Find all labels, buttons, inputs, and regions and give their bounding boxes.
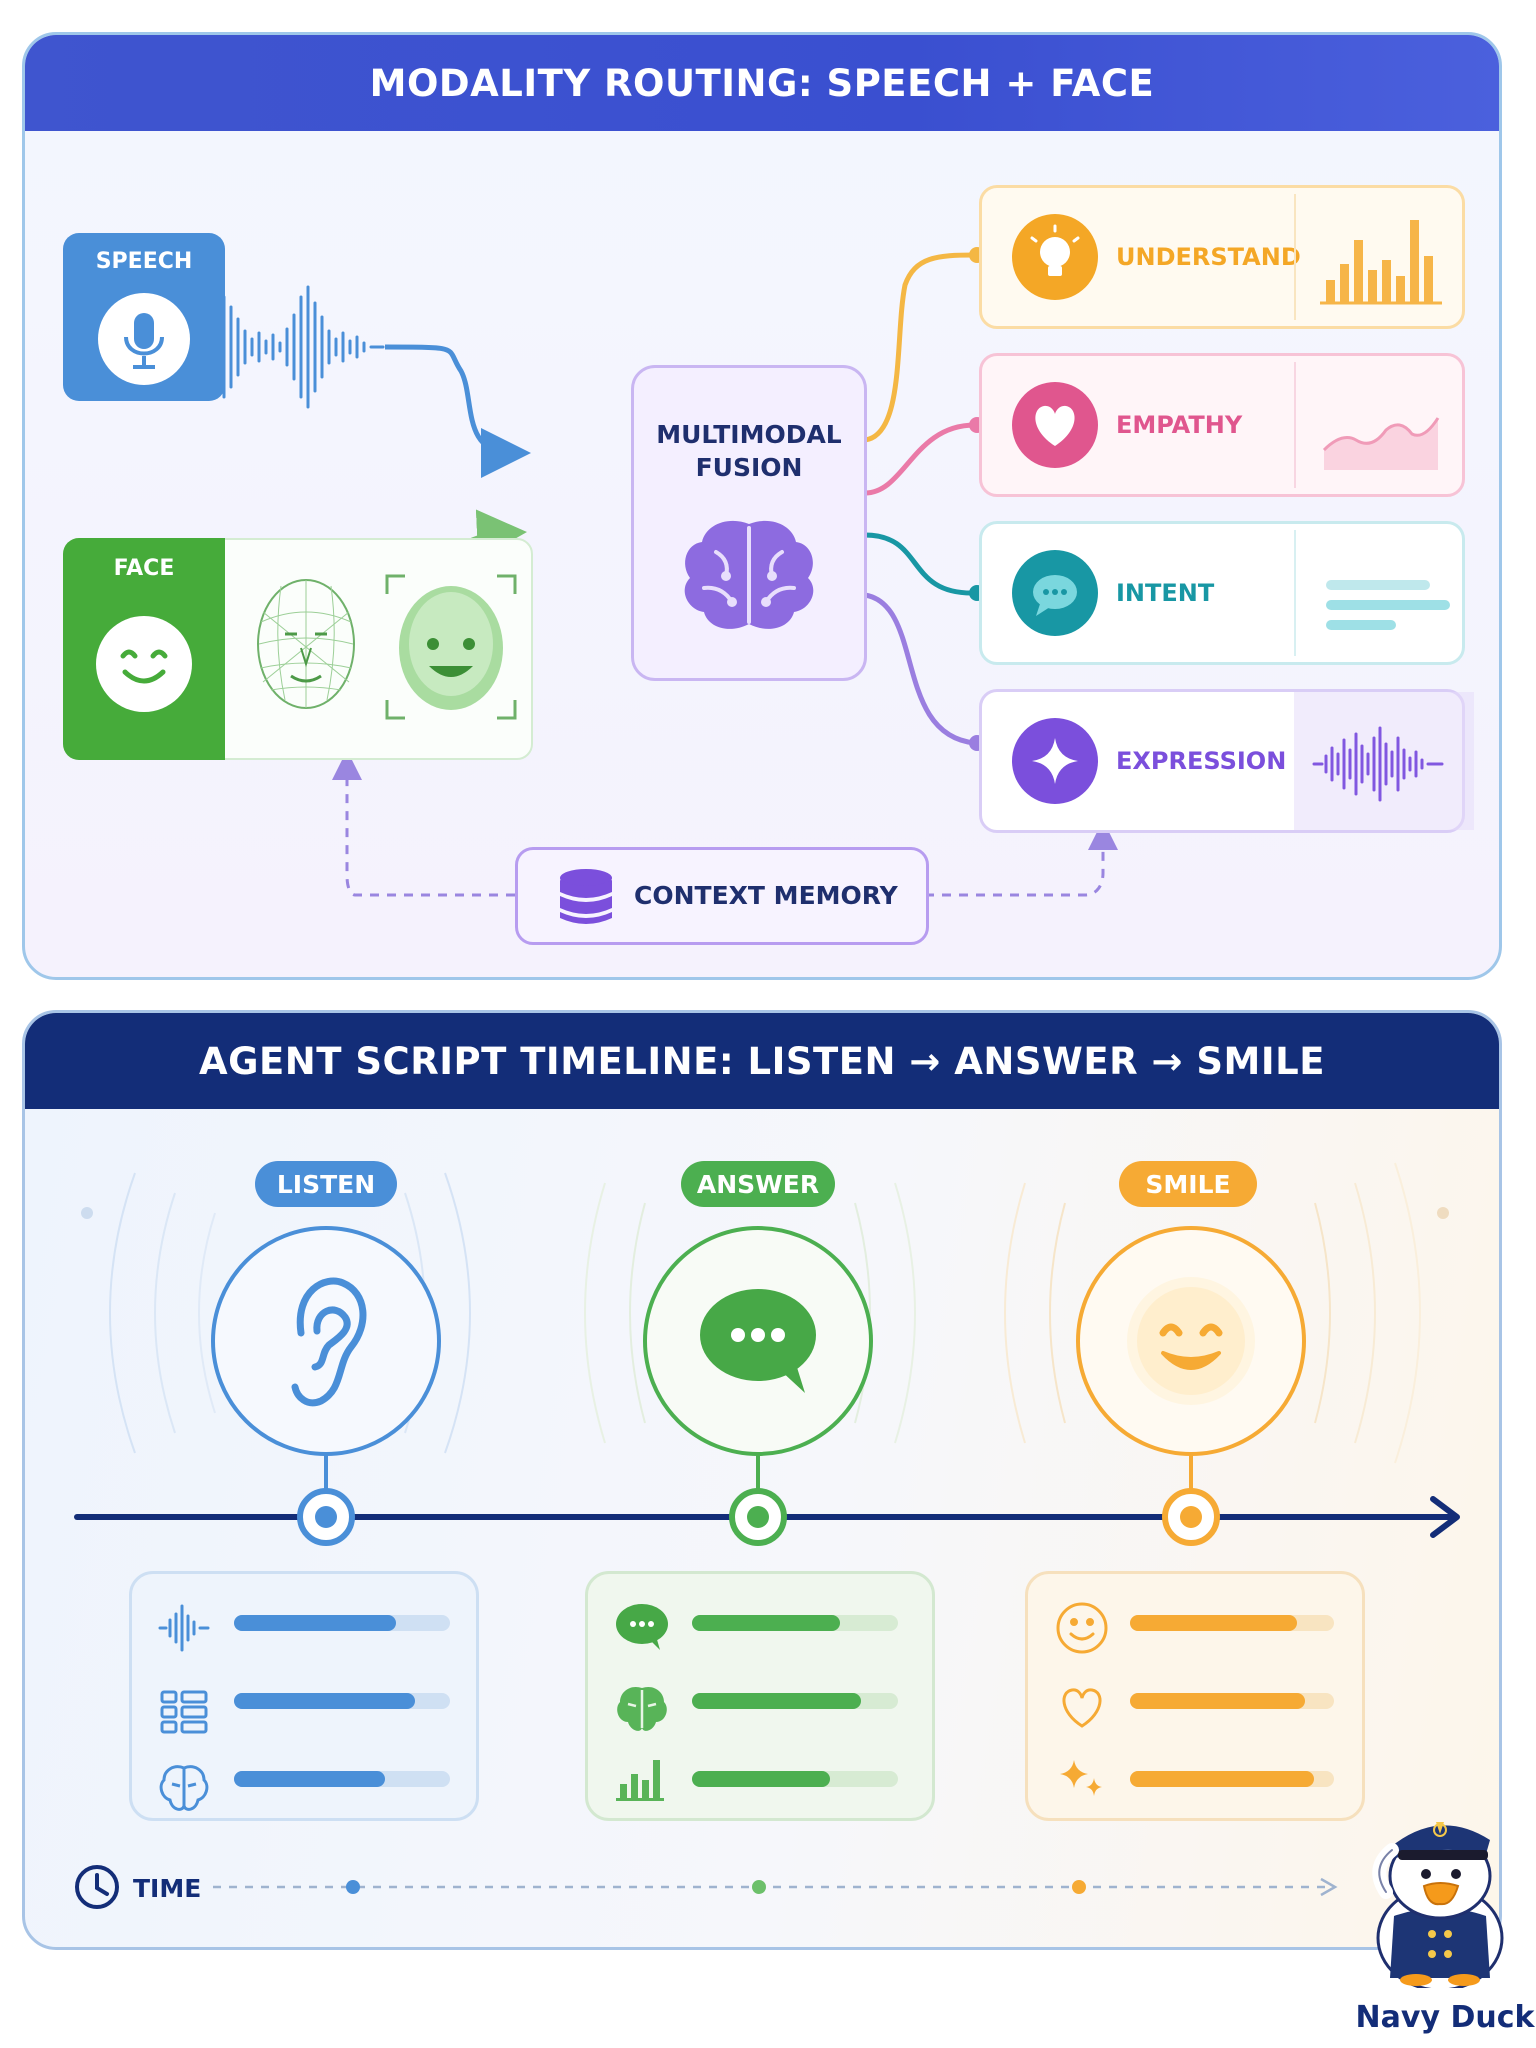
brand-name: Navy Duck	[1355, 2000, 1535, 2035]
brain-green-icon	[617, 1686, 667, 1731]
chat-small-icon	[616, 1604, 668, 1650]
brain-icon	[684, 520, 814, 629]
database-icon	[560, 869, 612, 924]
waveform-icon	[158, 1604, 210, 1652]
fusion-label-line2: FUSION	[695, 453, 803, 482]
sparkles-icon	[1060, 1760, 1102, 1796]
face-mesh-icon	[257, 579, 355, 709]
lightbulb-icon	[1012, 214, 1098, 300]
area-chart-icon	[1322, 417, 1440, 470]
output-card-understand[interactable]: UNDERSTAND	[979, 185, 1465, 329]
heart-outline-icon	[1062, 1688, 1102, 1728]
smile-bar-3-fill	[1130, 1771, 1314, 1787]
face-label: FACE	[113, 556, 175, 581]
smile-detail-card	[1025, 1571, 1365, 1821]
answer-bar-3	[692, 1771, 898, 1787]
bar-chart-small-icon	[616, 1760, 664, 1801]
smiley-icon	[1127, 1277, 1255, 1405]
face-tile[interactable]: FACE	[63, 538, 225, 760]
stage-pill-listen[interactable]: LISTEN	[255, 1161, 397, 1207]
stage-pill-smile[interactable]: SMILE	[1119, 1161, 1257, 1207]
fusion-label-line1: MULTIMODAL	[656, 420, 842, 449]
smiley-face-icon	[96, 616, 192, 712]
listen-bar-1-fill	[234, 1615, 396, 1631]
context-memory-label: CONTEXT MEMORY	[634, 881, 898, 910]
agent-script-timeline-panel: AGENT SCRIPT TIMELINE: LISTEN → ANSWER →…	[22, 1010, 1502, 1950]
smile-bar-2-fill	[1130, 1693, 1306, 1709]
smile-bar-1	[1130, 1615, 1334, 1631]
routing-title: MODALITY ROUTING: SPEECH + FACE	[25, 35, 1499, 131]
answer-bar-2-fill	[692, 1693, 861, 1709]
output-label-empathy: EMPATHY	[1116, 411, 1243, 439]
listen-bar-3-fill	[234, 1771, 386, 1787]
speech-label: SPEECH	[95, 249, 193, 274]
listen-bar-3	[234, 1771, 450, 1787]
time-axis-label: TIME	[133, 1874, 202, 1903]
output-label-understand: UNDERSTAND	[1116, 243, 1301, 271]
output-card-empathy[interactable]: EMPATHY	[979, 353, 1465, 497]
answer-bar-1	[692, 1615, 898, 1631]
navy-duck-mascot	[1372, 1822, 1504, 1988]
multimodal-fusion-node[interactable]: MULTIMODAL FUSION	[631, 365, 867, 681]
listen-detail-card	[129, 1571, 479, 1821]
clock-icon	[75, 1865, 119, 1909]
answer-bar-2	[692, 1693, 898, 1709]
output-label-intent: INTENT	[1116, 579, 1215, 607]
face-scan-icon	[385, 574, 517, 720]
timeline-graphics	[74, 1162, 1460, 1909]
sparkle-icon	[1012, 718, 1098, 804]
listen-circle	[211, 1226, 441, 1456]
smiley-outline-icon	[1056, 1602, 1108, 1654]
chat-bubble-icon	[1012, 550, 1098, 636]
output-card-expression[interactable]: EXPRESSION	[979, 689, 1474, 833]
output-label-expression: EXPRESSION	[1116, 747, 1287, 775]
output-card-intent[interactable]: INTENT	[979, 521, 1465, 665]
modality-routing-panel: MODALITY ROUTING: SPEECH + FACE	[22, 32, 1502, 980]
listen-bar-2	[234, 1693, 450, 1709]
microphone-icon	[98, 293, 190, 385]
voice-waveform-icon	[1312, 726, 1444, 802]
smile-card-icons	[1056, 1602, 1108, 1796]
smile-bar-2	[1130, 1693, 1334, 1709]
stage-pill-answer[interactable]: ANSWER	[681, 1161, 835, 1207]
list-grid-icon	[160, 1690, 208, 1734]
answer-card-icons	[616, 1604, 668, 1801]
chat-icon	[700, 1289, 816, 1393]
context-memory-node[interactable]: CONTEXT MEMORY	[515, 847, 929, 945]
heart-icon	[1012, 382, 1098, 468]
answer-bar-3-fill	[692, 1771, 831, 1787]
ear-icon	[291, 1277, 367, 1407]
listen-bar-1	[234, 1615, 450, 1631]
listen-bar-2-fill	[234, 1693, 416, 1709]
smile-bar-1-fill	[1130, 1615, 1298, 1631]
bar-chart-icon	[1320, 220, 1442, 305]
answer-bar-1-fill	[692, 1615, 841, 1631]
smile-bar-3	[1130, 1771, 1334, 1787]
timeline-title: AGENT SCRIPT TIMELINE: LISTEN → ANSWER →…	[25, 1013, 1499, 1109]
speech-tile[interactable]: SPEECH	[63, 233, 225, 401]
listen-card-icons	[158, 1604, 210, 1811]
text-lines-icon	[1326, 580, 1450, 630]
brain-outline-icon	[159, 1765, 209, 1811]
answer-detail-card	[585, 1571, 935, 1821]
